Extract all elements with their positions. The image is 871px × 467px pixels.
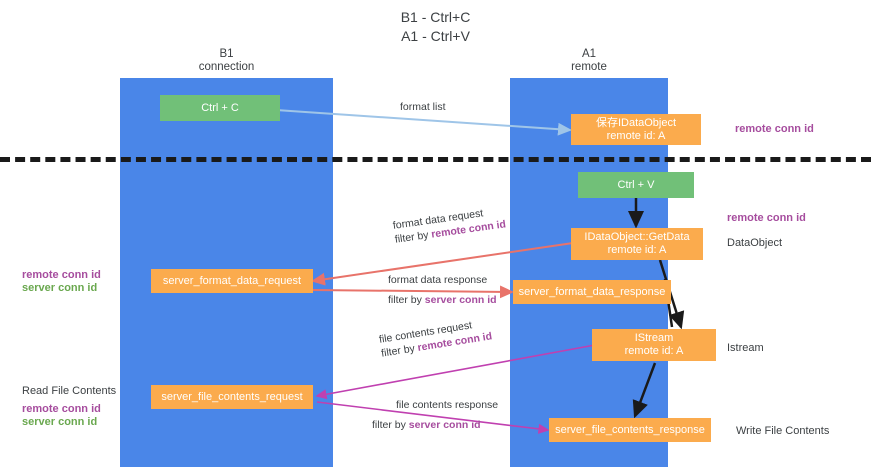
filter-key-server-conn-id: server conn id [408, 419, 481, 431]
title-line-1: B1 - Ctrl+C [400, 9, 471, 25]
filter-key-server-conn-id: server conn id [424, 294, 497, 306]
edge-label-format-data-response-line1: format data response [388, 274, 488, 286]
page-title: B1 - Ctrl+C A1 - Ctrl+V [0, 8, 871, 46]
left-label-remote-conn-id-2: remote conn id [22, 403, 101, 415]
left-label-remote-conn-id-1: remote conn id [22, 269, 101, 281]
edge-label-format-data-response-line2: filter by server conn id [388, 293, 497, 307]
node-server-format-data-response-label: server_format_data_response [518, 285, 666, 298]
right-label-write-file-contents: Write File Contents [736, 425, 830, 437]
node-save-idataobject-line2: remote id: A [606, 129, 666, 142]
node-ctrl-v-label: Ctrl + V [617, 178, 655, 191]
edge-label-format-list: format list [400, 101, 446, 113]
filter-prefix: filter by [372, 419, 409, 431]
right-label-data-object: DataObject [727, 237, 783, 249]
edge-label-format-data-response: format data response filter by server co… [388, 273, 497, 307]
node-server-format-data-request[interactable]: server_format_data_request [151, 269, 313, 293]
left-label-server-conn-id-2: server conn id [22, 416, 98, 428]
node-idataobject-getdata-line2: remote id: A [607, 244, 667, 256]
edge-label-format-data-request: format data request filter by remote con… [392, 203, 507, 246]
node-istream[interactable]: IStream remote id: A [592, 329, 716, 361]
node-server-file-contents-request[interactable]: server_file_contents_request [151, 385, 313, 409]
edge-label-file-contents-response: file contents response filter by server … [372, 398, 499, 432]
node-save-idataobject-line1: 保存IDataObject [595, 116, 677, 129]
node-server-file-contents-response-label: server_file_contents_response [555, 423, 705, 436]
node-istream-line1: IStream [634, 332, 674, 344]
node-server-file-contents-request-label: server_file_contents_request [161, 390, 303, 403]
lane-header-b1-line2: connection [198, 61, 255, 73]
lane-header-b1-line1: B1 [219, 48, 234, 60]
filter-prefix: filter by [388, 294, 425, 306]
right-label-remote-conn-id-mid: remote conn id [727, 212, 806, 224]
node-idataobject-getdata[interactable]: IDataObject::GetData remote id: A [571, 228, 703, 260]
edge-label-file-contents-response-line1: file contents response [396, 399, 499, 411]
node-server-format-data-request-label: server_format_data_request [162, 274, 302, 287]
lane-header-a1-line1: A1 [581, 48, 597, 60]
lane-header-b1: B1 connection [120, 48, 333, 74]
lane-header-a1-line2: remote [571, 61, 607, 73]
right-label-remote-conn-id-top: remote conn id [735, 123, 814, 135]
lane-header-a1: A1 remote [510, 48, 668, 74]
node-idataobject-getdata-line1: IDataObject::GetData [584, 231, 690, 243]
filter-prefix: filter by [394, 228, 433, 246]
left-label-read-file-contents: Read File Contents [22, 385, 117, 397]
edge-label-file-contents-response-line2: filter by server conn id [372, 418, 498, 432]
node-ctrl-v[interactable]: Ctrl + V [578, 172, 694, 198]
title-line-2: A1 - Ctrl+V [401, 28, 470, 44]
section-divider [0, 157, 871, 162]
node-ctrl-c[interactable]: Ctrl + C [160, 95, 280, 121]
node-server-file-contents-response[interactable]: server_file_contents_response [549, 418, 711, 442]
edge-label-file-contents-request: file contents request filter by remote c… [378, 315, 493, 360]
node-server-format-data-response[interactable]: server_format_data_response [513, 280, 671, 304]
node-istream-line2: remote id: A [624, 345, 684, 357]
node-ctrl-c-label: Ctrl + C [201, 101, 239, 114]
node-save-idataobject[interactable]: 保存IDataObject remote id: A [571, 114, 701, 145]
right-label-istream: Istream [727, 342, 764, 354]
left-label-server-conn-id-1: server conn id [22, 282, 98, 294]
